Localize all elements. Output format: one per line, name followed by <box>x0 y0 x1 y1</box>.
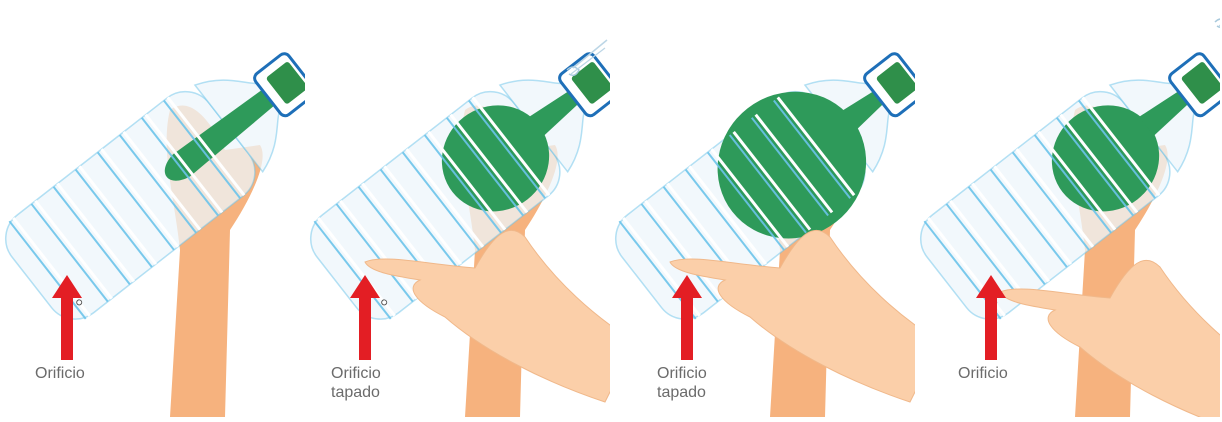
bottle-ridge <box>423 134 502 234</box>
water-bottle <box>919 52 1222 320</box>
bottle-ridge-highlight <box>1015 148 1095 248</box>
bottle-ridge <box>96 151 175 251</box>
panel-step-1: Orificio <box>0 0 317 417</box>
bottle-ridge <box>1078 99 1156 199</box>
caption-line: Orificio <box>657 365 707 382</box>
bottle-ridge-highlight <box>383 165 463 266</box>
bottle-ridge-highlight <box>971 182 1050 283</box>
panel-1-illustration <box>4 52 317 417</box>
balloon-neck <box>841 91 884 131</box>
bottle-ridge <box>684 168 763 268</box>
caption-line: Orificio <box>331 365 381 382</box>
bottle-ridge-highlight <box>122 130 202 231</box>
caption-line: Orificio <box>35 365 85 382</box>
bottle-ridge-highlight <box>317 217 396 317</box>
bottle-ridge-highlight <box>339 199 418 300</box>
bottle-ridge-highlight <box>449 113 529 214</box>
bottle-ridge-highlight <box>1037 130 1117 231</box>
caption-line: tapado <box>657 384 706 401</box>
bottle-ridge-highlight <box>644 199 723 300</box>
bottle-ridge-highlight <box>166 96 246 197</box>
bottle-ridge-highlight <box>100 148 180 248</box>
bottle-ridge-highlight <box>754 113 834 214</box>
arrow-head <box>976 275 1006 298</box>
hole <box>381 299 388 306</box>
red-up-arrow-icon <box>359 298 371 360</box>
arrow-head <box>672 275 702 298</box>
bottle-ridge <box>140 117 219 217</box>
panel-step-2: Orificio tapado <box>305 0 636 417</box>
caption-step-3: Orificio tapado <box>657 364 707 402</box>
bottle-ridge <box>945 203 1024 303</box>
bottle-ridge <box>445 117 524 217</box>
balloon <box>717 91 867 239</box>
bottle-ridge <box>313 220 392 320</box>
bottle-ridge <box>1055 117 1134 217</box>
bottle-ridge <box>52 186 131 286</box>
bottle-ridge <box>8 220 87 320</box>
panel-step-4: Orificio <box>915 0 1222 422</box>
caption-step-2: Orificio tapado <box>331 364 381 402</box>
caption-line: Orificio <box>958 365 1008 382</box>
bottle-ridge <box>640 203 719 303</box>
cap <box>1181 62 1222 104</box>
red-up-arrow-icon <box>681 298 693 360</box>
bottle-ridge <box>1011 151 1090 251</box>
bottle-ridge <box>468 99 546 199</box>
bottle-ridge-highlight <box>12 217 91 317</box>
caption-step-4: Orificio <box>958 364 1008 383</box>
caption-line: tapado <box>331 384 380 401</box>
bottle-ridge-highlight <box>776 96 856 197</box>
bottle-ridge <box>750 117 829 217</box>
bottle-ridge-highlight <box>34 199 113 300</box>
bottle-ridge <box>773 99 851 199</box>
bottle-ridge <box>163 99 241 199</box>
bottle-ridge <box>1033 134 1112 234</box>
balloon-neck <box>1139 91 1189 136</box>
red-up-arrow-icon <box>61 298 73 360</box>
bottle-ridge-highlight <box>949 199 1028 300</box>
balloon <box>164 89 275 181</box>
water-bottle <box>4 52 317 320</box>
bottle-ridge-highlight <box>732 130 812 231</box>
bottle-ridge-highlight <box>405 148 485 248</box>
bottle-ridge-highlight <box>78 165 158 266</box>
bottle-ridge-highlight <box>1081 96 1161 197</box>
bottle-ridge <box>706 151 785 251</box>
air-swirl-icon <box>566 39 608 77</box>
pointing-hand <box>999 259 1222 422</box>
bottle-ridge-highlight <box>993 165 1073 266</box>
arrow-head <box>52 275 82 298</box>
caption-step-1: Orificio <box>35 364 85 383</box>
bottle-ridge <box>728 134 807 234</box>
bottle-ridge-highlight <box>56 182 135 283</box>
bottle-ridge-highlight <box>144 113 224 214</box>
arrow-head <box>350 275 380 298</box>
cap <box>876 62 918 104</box>
hole <box>76 299 83 306</box>
bottle-ridge-highlight <box>1059 113 1139 214</box>
panel-3-illustration <box>614 52 941 417</box>
bottle-ridge <box>335 203 414 303</box>
air-swirl-icon <box>1214 18 1222 29</box>
red-up-arrow-icon <box>985 298 997 360</box>
bottle-ridge <box>967 186 1046 286</box>
bottle-ridge <box>401 151 480 251</box>
bottle-ridge <box>379 168 458 268</box>
cap <box>266 62 308 104</box>
bottle-ridge-highlight <box>471 96 551 197</box>
bottle-ridge <box>989 168 1068 268</box>
bottle-ridge-highlight <box>427 130 507 231</box>
cap <box>571 62 613 104</box>
panel-4-illustration <box>919 18 1222 422</box>
bottle-ridge <box>74 168 153 268</box>
bottle-ridge <box>30 203 109 303</box>
bottle-ridge <box>118 134 197 234</box>
panel-2-illustration <box>309 39 636 417</box>
balloon-neck <box>529 91 579 136</box>
panel-step-3: Orificio tapado <box>610 0 941 417</box>
bottle-ridge-highlight <box>710 148 790 248</box>
bottle-ridge-highlight <box>688 165 768 266</box>
